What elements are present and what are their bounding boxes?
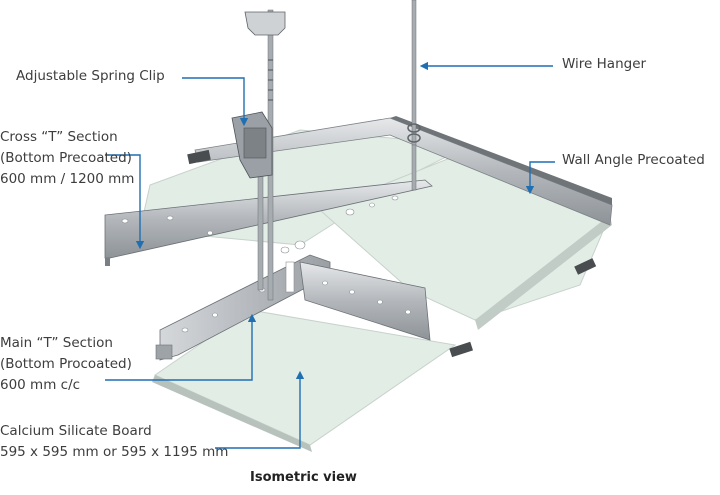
board-line-1: Calcium Silicate Board — [0, 423, 152, 439]
leader-lines — [105, 61, 555, 449]
main-t-leader — [105, 313, 257, 381]
cross-t-line-1: Cross “T” Section — [0, 129, 118, 145]
board-right-edge — [475, 215, 612, 330]
cross-t-leader — [105, 154, 145, 250]
label-wall-angle: Wall Angle Precoated — [562, 150, 705, 171]
board-front-edge — [152, 375, 312, 452]
main-t-line-2: (Bottom Procoated) — [0, 356, 132, 372]
label-main-t: Main “T” Section (Bottom Procoated) 600 … — [0, 333, 132, 396]
label-board: Calcium Silicate Board 595 x 595 mm or 5… — [0, 421, 228, 463]
cross-t-line-3: 600 mm / 1200 mm — [0, 171, 135, 187]
board-leader — [215, 370, 305, 449]
label-wire-hanger: Wire Hanger — [562, 54, 646, 75]
wall-angle-leader — [525, 161, 555, 195]
main-t-line-3: 600 mm c/c — [0, 377, 81, 393]
main-t-section — [155, 254, 431, 361]
wall-angle-text: Wall Angle Precoated — [562, 152, 705, 168]
diagram-caption: Isometric view — [250, 470, 357, 485]
label-cross-t: Cross “T” Section (Bottom Precoated) 600… — [0, 127, 134, 190]
spring-clip-leader — [182, 77, 249, 127]
main-t-line-1: Main “T” Section — [0, 335, 113, 351]
label-spring-clip: Adjustable Spring Clip — [16, 66, 165, 87]
hanger-assembly — [231, 0, 421, 301]
cross-t-line-2: (Bottom Precoated) — [0, 150, 132, 166]
spring-clip-text: Adjustable Spring Clip — [16, 68, 165, 84]
board-line-2: 595 x 595 mm or 595 x 1195 mm — [0, 444, 229, 460]
wall-angle — [187, 116, 613, 358]
wire-hanger-text: Wire Hanger — [562, 56, 647, 72]
